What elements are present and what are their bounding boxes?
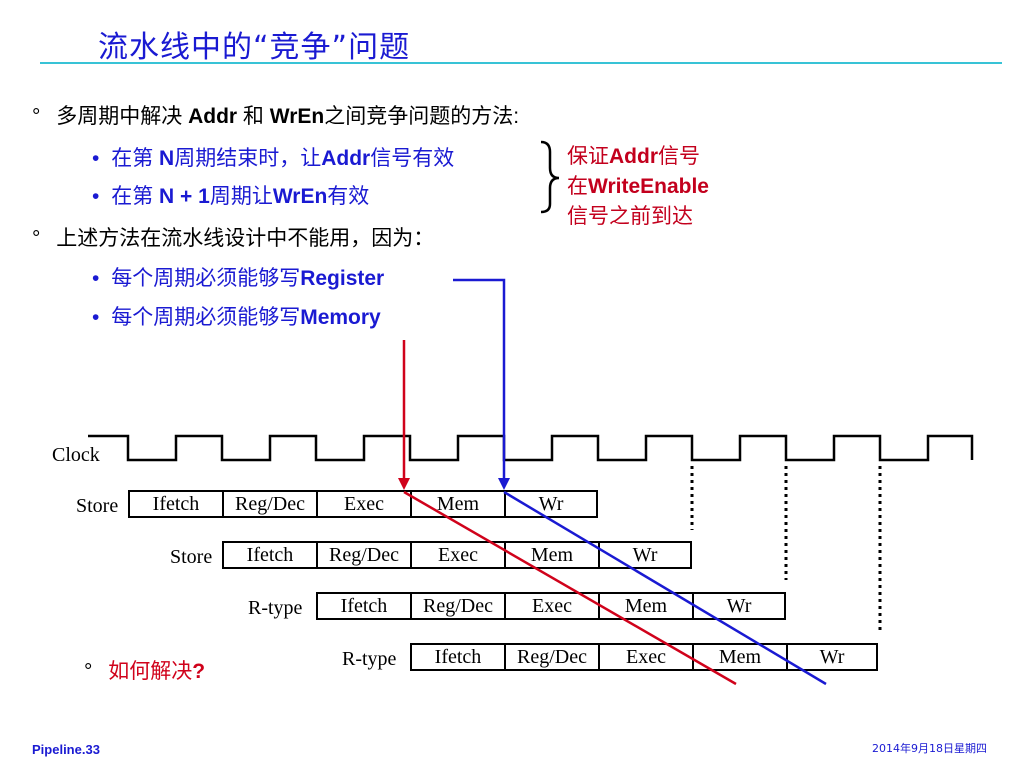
text: 和 — [237, 105, 270, 128]
footer-slide-id: Pipeline.33 — [32, 742, 100, 757]
stage-ifetch: Ifetch — [316, 592, 412, 620]
text: 信号有效 — [370, 147, 455, 170]
bullet-2b: • 每个周期必须能够写Memory — [92, 301, 381, 331]
bullet-2a: • 每个周期必须能够写Register — [92, 262, 384, 292]
text: 信号 — [658, 145, 700, 168]
stage-exec: Exec — [316, 490, 412, 518]
text: WriteEnable — [588, 175, 709, 198]
text: 周期结束时，让 — [174, 147, 322, 170]
text: Addr — [321, 147, 371, 170]
stage-wr: Wr — [504, 490, 598, 518]
text: 保证 — [567, 145, 609, 168]
dot-bullet-icon: • — [92, 306, 100, 329]
footer-date: 2014年9月18日星期四 — [872, 742, 987, 755]
stage-exec: Exec — [598, 643, 694, 671]
clock-label: Clock — [52, 444, 100, 466]
stage-mem: Mem — [692, 643, 788, 671]
stage-exec: Exec — [504, 592, 600, 620]
stage-wr: Wr — [692, 592, 786, 620]
dot-bullet-icon: • — [92, 267, 100, 290]
text: 周期让 — [209, 185, 273, 208]
text: N — [159, 147, 175, 170]
ring-bullet-icon: ° — [84, 660, 93, 683]
text: 信号之前到达 — [567, 205, 693, 228]
stage-wr: Wr — [786, 643, 878, 671]
bullet-1b: • 在第 N + 1周期让WrEn有效 — [92, 180, 369, 210]
text: WrEn — [269, 105, 325, 128]
stage-mem: Mem — [504, 541, 600, 569]
text: N + 1 — [159, 185, 210, 208]
text: 在第 — [111, 147, 160, 170]
clock-waveform — [88, 434, 974, 462]
title-divider — [40, 62, 1002, 64]
dot-bullet-icon: • — [92, 185, 100, 208]
ring-bullet-icon: ° — [32, 227, 41, 250]
bullet-2: ° 上述方法在流水线设计中不能用，因为： — [32, 222, 434, 252]
text: WrEn — [272, 185, 328, 208]
stage-ifetch: Ifetch — [410, 643, 506, 671]
red-arrowhead-icon — [398, 478, 410, 490]
blue-arrow-line — [453, 278, 506, 480]
stage-ifetch: Ifetch — [222, 541, 318, 569]
text: Addr — [609, 145, 658, 168]
stage-reg-dec: Reg/Dec — [222, 490, 318, 518]
stage-reg-dec: Reg/Dec — [316, 541, 412, 569]
text: 在第 — [111, 185, 160, 208]
curly-brace-icon — [540, 140, 560, 214]
stage-wr: Wr — [598, 541, 692, 569]
note-line-2: 在WriteEnable — [567, 170, 709, 200]
text: Memory — [300, 306, 381, 329]
text: 之间竞争问题的方法: — [324, 105, 520, 128]
text: Register — [300, 267, 385, 290]
stage-exec: Exec — [410, 541, 506, 569]
stage-reg-dec: Reg/Dec — [410, 592, 506, 620]
bullet-1: ° 多周期中解决 Addr 和 WrEn之间竞争问题的方法: — [32, 100, 519, 130]
note-line-3: 信号之前到达 — [567, 200, 693, 230]
bullet-3: ° 如何解决? — [84, 655, 205, 685]
text: 有效 — [327, 185, 370, 208]
bullet-1a: • 在第 N周期结束时，让Addr信号有效 — [92, 142, 454, 172]
text: 多周期中解决 — [56, 105, 189, 128]
row-label: R-type — [342, 648, 397, 670]
blue-arrowhead-icon — [498, 478, 510, 490]
stage-mem: Mem — [410, 490, 506, 518]
stage-mem: Mem — [598, 592, 694, 620]
ring-bullet-icon: ° — [32, 105, 41, 128]
row-label: Store — [76, 495, 119, 517]
text: 每个周期必须能够写 — [111, 306, 301, 329]
page-title: 流水线中的“竞争”问题 — [98, 30, 411, 65]
text: 上述方法在流水线设计中不能用，因为： — [56, 227, 435, 250]
row-label: Store — [170, 546, 213, 568]
stage-reg-dec: Reg/Dec — [504, 643, 600, 671]
text: Addr — [188, 105, 238, 128]
stage-ifetch: Ifetch — [128, 490, 224, 518]
text: 如何解决 — [108, 660, 193, 683]
text: 每个周期必须能够写 — [111, 267, 301, 290]
text: 在 — [567, 175, 588, 198]
row-label: R-type — [248, 597, 303, 619]
text: ? — [192, 660, 206, 683]
note-line-1: 保证Addr信号 — [567, 140, 700, 170]
dot-bullet-icon: • — [92, 147, 100, 170]
